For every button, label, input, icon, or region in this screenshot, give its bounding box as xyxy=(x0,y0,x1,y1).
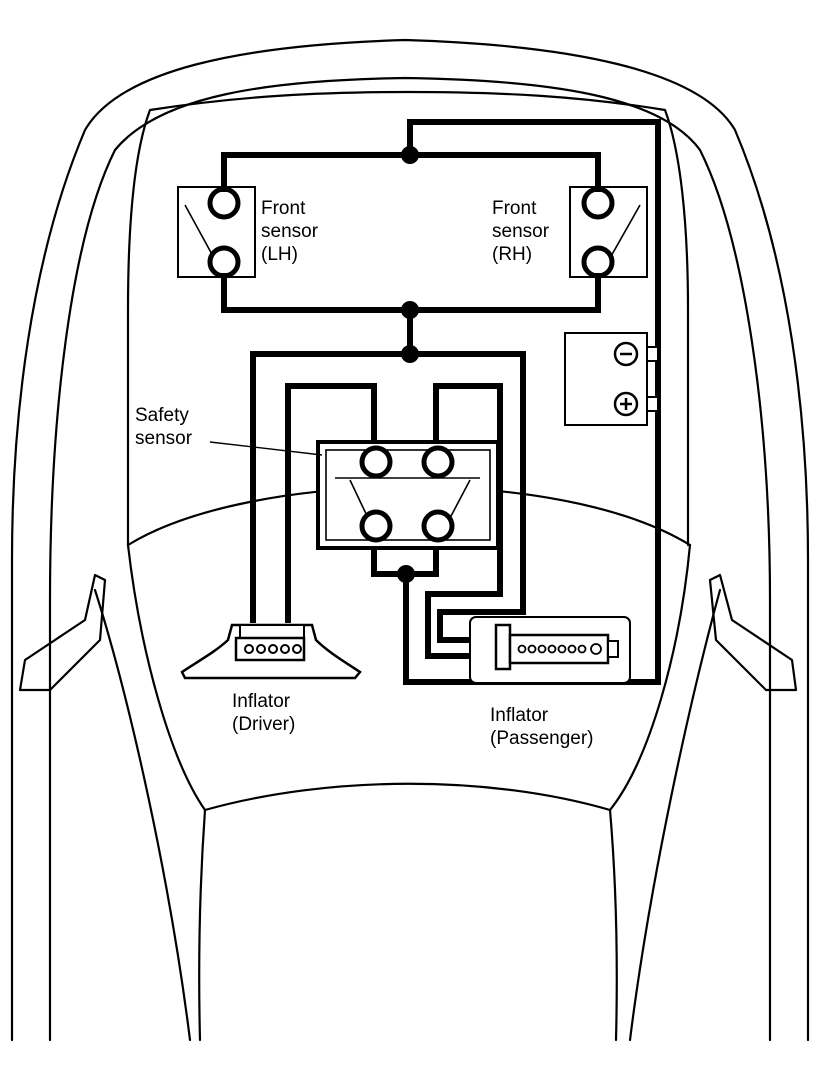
label-line: sensor xyxy=(135,428,193,449)
front-sensor-lh-label: Front sensor (LH) xyxy=(261,197,318,266)
junction-dot-icon xyxy=(401,345,419,363)
label-line: Inflator xyxy=(490,705,549,726)
front-sensor-rh xyxy=(569,186,648,279)
safety-sensor-label: Safety sensor xyxy=(135,404,192,450)
safety-sensor-unit xyxy=(209,440,500,550)
a-pillar-right xyxy=(628,588,722,1042)
label-line: Front xyxy=(261,198,306,219)
label-line: Safety xyxy=(135,405,189,426)
battery-icon xyxy=(564,332,659,426)
hood-panel xyxy=(126,90,690,547)
inflator-passenger-label: Inflator (Passenger) xyxy=(490,704,594,750)
driver-inflator xyxy=(180,623,362,680)
car-inner-shell xyxy=(48,76,772,1042)
label-line: (Driver) xyxy=(232,714,296,735)
front-sensor-lh xyxy=(177,186,256,279)
junction-dot-icon xyxy=(401,301,419,319)
a-pillar-left xyxy=(93,588,192,1042)
cabin-right-line xyxy=(608,808,618,1042)
label-line: Inflator xyxy=(232,691,291,712)
passenger-inflator xyxy=(469,616,631,684)
label-line: sensor xyxy=(492,221,550,242)
car-body-outline xyxy=(10,38,810,1042)
label-line: sensor xyxy=(261,221,319,242)
label-line: (RH) xyxy=(492,244,533,265)
junction-dot-icon xyxy=(397,565,415,583)
junction-dots xyxy=(397,146,419,583)
windshield-lower-edge xyxy=(126,543,692,812)
front-sensor-rh-label: Front sensor (RH) xyxy=(492,197,549,266)
label-line: (Passenger) xyxy=(490,728,594,749)
label-line: (LH) xyxy=(261,244,298,265)
safety-sensor-leader xyxy=(209,441,323,456)
left-mirror xyxy=(18,573,107,692)
junction-dot-icon xyxy=(401,146,419,164)
car-outer-shell xyxy=(10,38,810,1042)
right-mirror xyxy=(708,573,798,692)
inflator-driver-label: Inflator (Driver) xyxy=(232,690,295,736)
cabin-left-line xyxy=(198,808,207,1042)
label-line: Front xyxy=(492,198,537,219)
